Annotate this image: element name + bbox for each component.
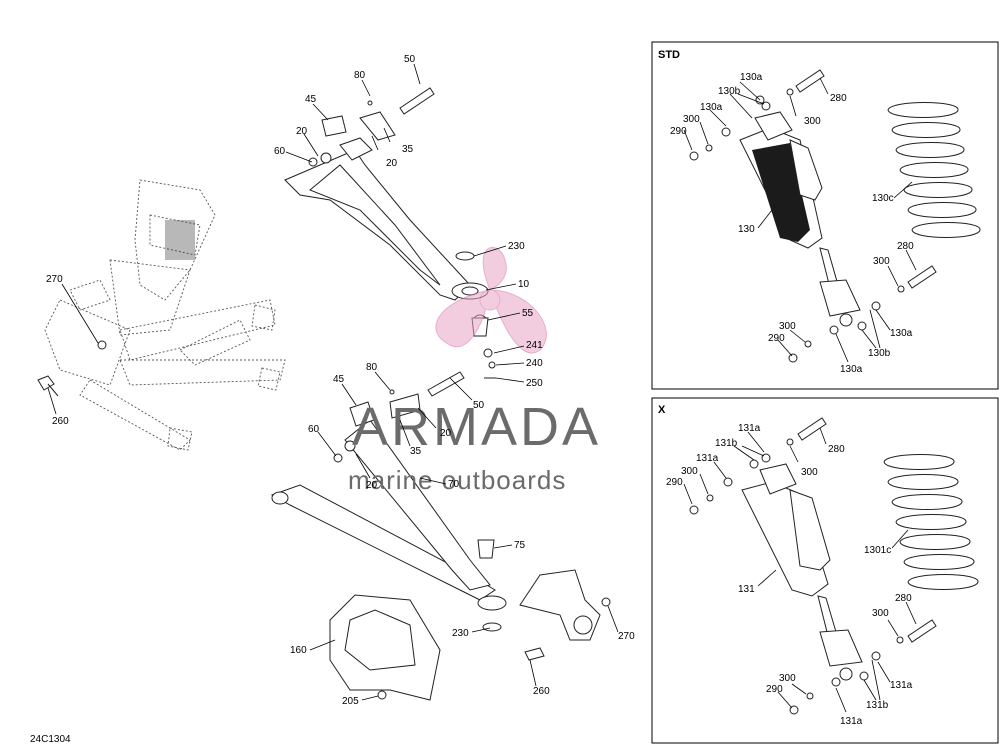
x-callout-131a-bottom: 131a bbox=[840, 716, 863, 727]
std-callout-130b-bottom: 130b bbox=[868, 348, 891, 359]
callout-80: 80 bbox=[354, 70, 366, 81]
left-callouts: 80 50 45 20 35 60 20 230 10 55 241 240 2… bbox=[30, 54, 635, 745]
std-callout-290-top: 290 bbox=[670, 126, 687, 137]
callout-50: 50 bbox=[404, 54, 416, 65]
callout-260-b: 260 bbox=[533, 686, 550, 697]
x-callout-131a-left: 131a bbox=[696, 453, 719, 464]
watermark: ARMADA marine outboards bbox=[348, 247, 601, 495]
callout-75: 75 bbox=[514, 540, 526, 551]
std-callout-130a-top: 130a bbox=[740, 72, 763, 83]
callout-70: 70 bbox=[448, 479, 460, 490]
std-callout-130a-right: 130a bbox=[890, 328, 913, 339]
x-callout-280-top: 280 bbox=[828, 444, 845, 455]
std-callout-130b-top: 130b bbox=[718, 86, 741, 97]
x-callout-131a-right: 131a bbox=[890, 680, 913, 691]
std-callout-280-bottom: 280 bbox=[897, 241, 914, 252]
callout-230: 230 bbox=[508, 241, 525, 252]
std-callout-300-bottom-left: 300 bbox=[779, 321, 796, 332]
callout-260: 260 bbox=[52, 416, 69, 427]
std-callout-280-top: 280 bbox=[830, 93, 847, 104]
std-callout-290-bottom: 290 bbox=[768, 333, 785, 344]
x-callout-131: 131 bbox=[738, 584, 755, 595]
callout-35: 35 bbox=[402, 144, 414, 155]
x-callout-300-top-left: 300 bbox=[681, 466, 698, 477]
callout-35-b: 35 bbox=[410, 446, 422, 457]
callout-205: 205 bbox=[342, 696, 359, 707]
x-callout-300-bottom-right: 300 bbox=[872, 608, 889, 619]
x-callout-300-bottom-left: 300 bbox=[779, 673, 796, 684]
x-callout-300-top-right: 300 bbox=[801, 467, 818, 478]
std-callout-300-bottom-right: 300 bbox=[873, 256, 890, 267]
callout-270: 270 bbox=[46, 274, 63, 285]
callout-50-b: 50 bbox=[473, 400, 485, 411]
callout-230-b: 230 bbox=[452, 628, 469, 639]
watermark-subtitle: marine outboards bbox=[348, 465, 566, 495]
std-callout-130a-bottom: 130a bbox=[840, 364, 863, 375]
callout-80-b: 80 bbox=[366, 362, 378, 373]
x-callout-1301c: 1301c bbox=[864, 545, 891, 556]
x-callout-131a-top: 131a bbox=[738, 423, 761, 434]
callout-160: 160 bbox=[290, 645, 307, 656]
x-callout-131b-top: 131b bbox=[715, 438, 738, 449]
upper-a-arm bbox=[284, 87, 496, 379]
x-callout-290-bottom: 290 bbox=[766, 684, 783, 695]
callout-270-b: 270 bbox=[618, 631, 635, 642]
x-panel-title: X bbox=[658, 404, 666, 416]
std-spring bbox=[887, 102, 981, 238]
lower-a-arm bbox=[270, 371, 507, 632]
std-callout-300-top-right: 300 bbox=[804, 116, 821, 127]
std-panel: STD 130a bbox=[651, 41, 999, 390]
x-callout-280-bottom: 280 bbox=[895, 593, 912, 604]
propeller-logo bbox=[435, 247, 547, 354]
x-spring bbox=[883, 454, 979, 590]
callout-45-b: 45 bbox=[333, 374, 345, 385]
callout-45: 45 bbox=[305, 94, 317, 105]
callout-10: 10 bbox=[518, 279, 530, 290]
callout-60: 60 bbox=[274, 146, 286, 157]
x-callout-131b-bottom: 131b bbox=[866, 700, 889, 711]
std-callout-300-top-left: 300 bbox=[683, 114, 700, 125]
callout-20-b: 20 bbox=[386, 158, 398, 169]
std-callout-130a-left: 130a bbox=[700, 102, 723, 113]
suspension-assembly-overview bbox=[37, 179, 286, 451]
callout-20-d: 20 bbox=[366, 480, 378, 491]
knuckle-and-skid-plate bbox=[329, 569, 611, 701]
callout-60-b: 60 bbox=[308, 424, 320, 435]
std-callout-130: 130 bbox=[738, 224, 755, 235]
callout-250: 250 bbox=[526, 378, 543, 389]
callout-241: 241 bbox=[526, 340, 543, 351]
std-callout-130c: 130c bbox=[872, 193, 894, 204]
x-callout-290-top: 290 bbox=[666, 477, 683, 488]
callout-240: 240 bbox=[526, 358, 543, 369]
callout-20-c: 20 bbox=[440, 428, 452, 439]
callout-20: 20 bbox=[296, 126, 308, 137]
watermark-title: ARMADA bbox=[352, 397, 601, 457]
callout-55: 55 bbox=[522, 308, 534, 319]
figure-code: 24C1304 bbox=[30, 734, 71, 745]
std-panel-title: STD bbox=[658, 49, 680, 61]
x-panel: X 131a 131b 13 bbox=[651, 397, 999, 744]
